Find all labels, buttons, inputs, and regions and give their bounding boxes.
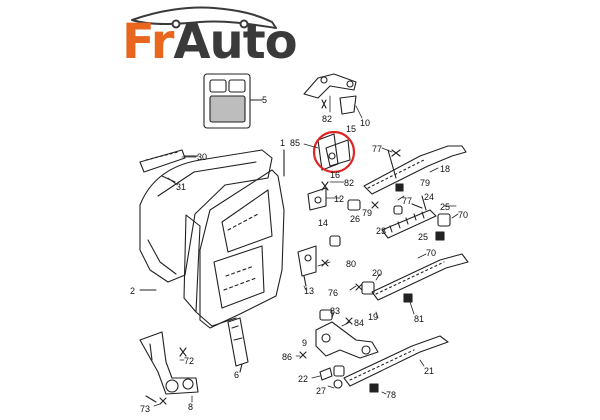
callout-5: 5: [262, 95, 267, 105]
callout-86: 86: [282, 352, 292, 362]
part-14-clip-icon: [329, 235, 341, 247]
callout-8: 8: [188, 402, 193, 412]
callout-13: 13: [304, 286, 314, 296]
part-1-door-frame-icon: [183, 149, 285, 329]
callout-15: 15: [346, 124, 356, 134]
callout-2: 2: [130, 286, 135, 296]
callout-6: 6: [234, 370, 239, 380]
callout-30: 30: [197, 152, 207, 162]
callout-82-top: 82: [322, 114, 332, 124]
callout-10: 10: [360, 118, 370, 128]
part-18-upper-rail-icon: [363, 145, 467, 209]
callout-77-mid: 77: [402, 196, 412, 206]
callout-25-mid: 25: [418, 232, 428, 242]
part-13-lock-icon: [297, 245, 317, 287]
callout-77-top: 77: [372, 144, 382, 154]
callout-73: 73: [140, 404, 150, 414]
callout-78: 78: [386, 390, 396, 400]
part-2-door-shell-icon: [139, 149, 273, 291]
callout-19: 19: [368, 312, 378, 322]
callout-70-top: 70: [458, 210, 468, 220]
highlight-circle: [312, 130, 356, 174]
part-21-lower-rail-icon: [333, 335, 449, 393]
part-26-bushing-icon: [347, 199, 361, 211]
callout-82-mid: 82: [344, 178, 354, 188]
callout-20: 20: [372, 268, 382, 278]
callout-23: 23: [376, 226, 386, 236]
callout-31: 31: [176, 182, 186, 192]
part-5-inner-panel-icon: [203, 73, 263, 129]
part-6-lower-strip-icon: [227, 317, 249, 373]
logo-text-auto: Auto: [173, 14, 297, 70]
part-12-striker-icon: [307, 187, 327, 211]
callout-27: 27: [316, 386, 326, 396]
callout-70-mid: 70: [426, 248, 436, 258]
part-23-guide-icon: [381, 195, 451, 241]
callout-9: 9: [302, 338, 307, 348]
callout-79-left: 79: [362, 208, 372, 218]
part-10-upper-hinge-icon: [303, 73, 357, 115]
callout-26: 26: [350, 214, 360, 224]
callout-85: 85: [290, 138, 300, 148]
callout-18: 18: [440, 164, 450, 174]
part-15-bumper-icon: [317, 133, 351, 171]
callout-72: 72: [184, 356, 194, 366]
logo-car-silhouette-icon: [131, 6, 277, 29]
callout-14: 14: [318, 218, 328, 228]
callout-83: 83: [330, 306, 340, 316]
callout-1: 1: [280, 138, 285, 148]
callout-16: 16: [330, 170, 340, 180]
callout-81: 81: [414, 314, 424, 324]
callout-80: 80: [346, 259, 356, 269]
part-9-roller-arm-icon: [299, 309, 379, 389]
callout-84: 84: [354, 318, 364, 328]
callout-22: 22: [298, 374, 308, 384]
callout-21: 21: [424, 366, 434, 376]
part-8-lower-hinge-icon: [139, 331, 199, 405]
callout-76: 76: [328, 288, 338, 298]
part-30-trim-strip-icon: [139, 149, 199, 183]
logo-text-fr: Fr: [122, 14, 174, 70]
callout-12: 12: [334, 194, 344, 204]
callout-24: 24: [424, 192, 434, 202]
callout-25-top: 25: [440, 202, 450, 212]
leader-lines: [153, 95, 459, 407]
part-19-center-rail-icon: [355, 253, 469, 303]
frauto-logo: FrAuto: [122, 18, 298, 66]
callout-79-right: 79: [420, 178, 430, 188]
